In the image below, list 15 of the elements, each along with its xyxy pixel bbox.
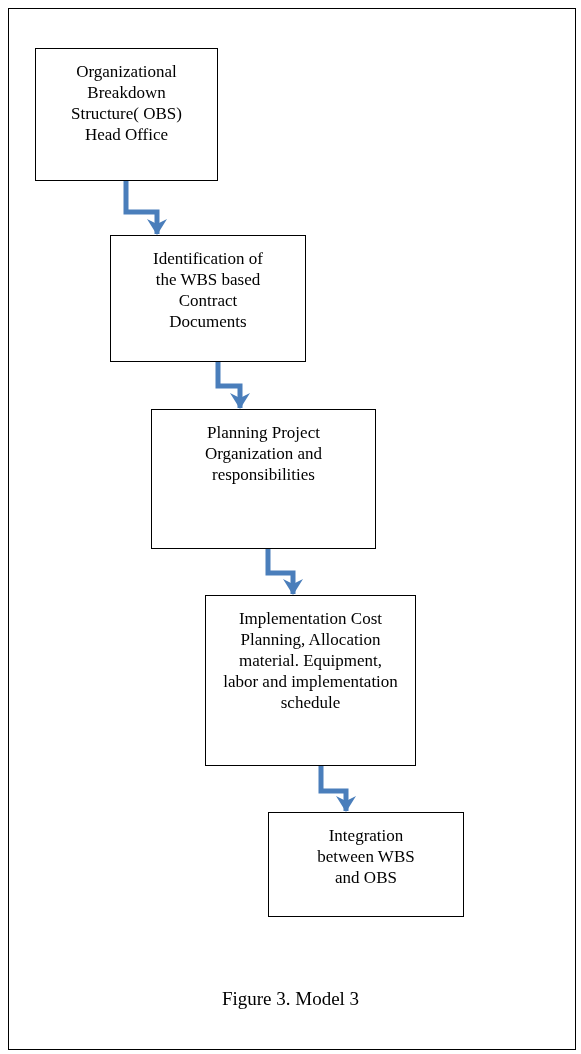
bent-arrow bbox=[215, 362, 250, 409]
process-box bbox=[110, 235, 306, 362]
bent-arrow bbox=[318, 766, 356, 812]
figure-caption: Figure 3. Model 3 bbox=[220, 988, 361, 1010]
bent-arrow bbox=[265, 549, 303, 595]
box-text: Organizational Breakdown Structure( OBS) Head Office bbox=[70, 61, 183, 145]
box-text: Implementation Cost Planning, Allocation material. Equipment, labor and implementation schedule bbox=[222, 608, 399, 713]
process-box bbox=[35, 48, 218, 181]
box-text: Integration between WBS and OBS bbox=[316, 825, 416, 888]
process-box bbox=[268, 812, 464, 917]
box-text: Identification of the WBS based Contract Documents bbox=[152, 248, 264, 332]
box-text: Planning Project Organization and responsibilities bbox=[203, 422, 324, 485]
process-box bbox=[205, 595, 416, 766]
process-box bbox=[151, 409, 376, 549]
bent-arrow bbox=[123, 181, 167, 235]
